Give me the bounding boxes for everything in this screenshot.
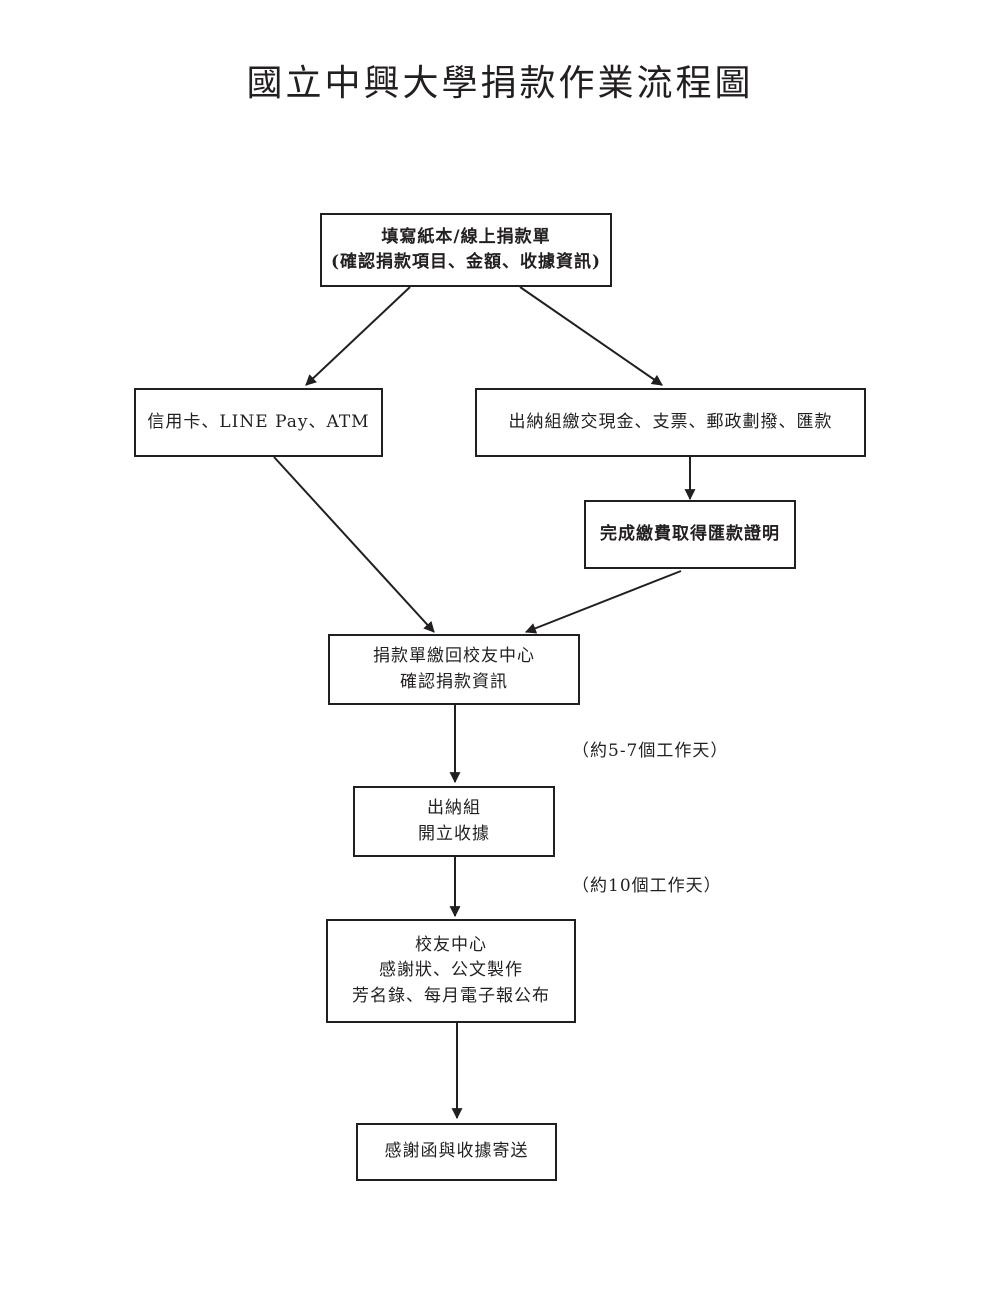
cashier-payment-box: 出納組繳交現金、支票、郵政劃撥、匯款 bbox=[475, 388, 866, 457]
return-form-line-1: 捐款單繳回校友中心 bbox=[373, 646, 535, 666]
processing-days-note-1: （約5-7個工作天） bbox=[572, 741, 729, 761]
alumni-center-line-3: 芳名錄、每月電子報公布 bbox=[352, 985, 550, 1006]
send-letter-box: 感謝函與收據寄送 bbox=[356, 1123, 557, 1181]
arrow-card-to-return bbox=[273, 456, 435, 633]
cashier-payment-line-1: 出納組繳交現金、支票、郵政劃撥、匯款 bbox=[508, 411, 833, 432]
arrow-proof-to-return bbox=[524, 570, 682, 634]
alumni-center-box: 校友中心 感謝狀、公文製作 芳名錄、每月電子報公布 bbox=[326, 919, 576, 1023]
fill-form-line-2: (確認捐款項目、金額、收據資訊) bbox=[330, 252, 602, 272]
processing-days-note-2: （約10個工作天） bbox=[572, 876, 722, 896]
arrow-form-to-cashier bbox=[519, 286, 663, 386]
arrow-form-to-card bbox=[305, 286, 411, 386]
send-letter-line-1: 感謝函與收據寄送 bbox=[384, 1141, 529, 1162]
page-title: 國立中興大學捐款作業流程圖 bbox=[246, 63, 754, 104]
card-payment-box: 信用卡、LINE Pay、ATM bbox=[134, 388, 383, 457]
issue-receipt-line-2: 開立收據 bbox=[418, 823, 490, 844]
fill-form-line-1: 填寫紙本/線上捐款單 bbox=[381, 226, 551, 247]
return-form-box: 捐款單繳回校友中心 確認捐款資訊 bbox=[328, 634, 580, 705]
card-payment-line-1: 信用卡、LINE Pay、ATM bbox=[147, 411, 370, 432]
issue-receipt-line-1: 出納組 bbox=[427, 798, 481, 818]
alumni-center-line-1: 校友中心 bbox=[415, 934, 487, 955]
fill-form-box: 填寫紙本/線上捐款單 (確認捐款項目、金額、收據資訊) bbox=[320, 213, 612, 287]
issue-receipt-box: 出納組 開立收據 bbox=[353, 786, 555, 857]
remit-proof-line-1: 完成繳費取得匯款證明 bbox=[600, 523, 780, 544]
return-form-line-2: 確認捐款資訊 bbox=[400, 671, 508, 692]
alumni-center-line-2: 感謝狀、公文製作 bbox=[379, 960, 523, 981]
remit-proof-box: 完成繳費取得匯款證明 bbox=[584, 500, 796, 569]
